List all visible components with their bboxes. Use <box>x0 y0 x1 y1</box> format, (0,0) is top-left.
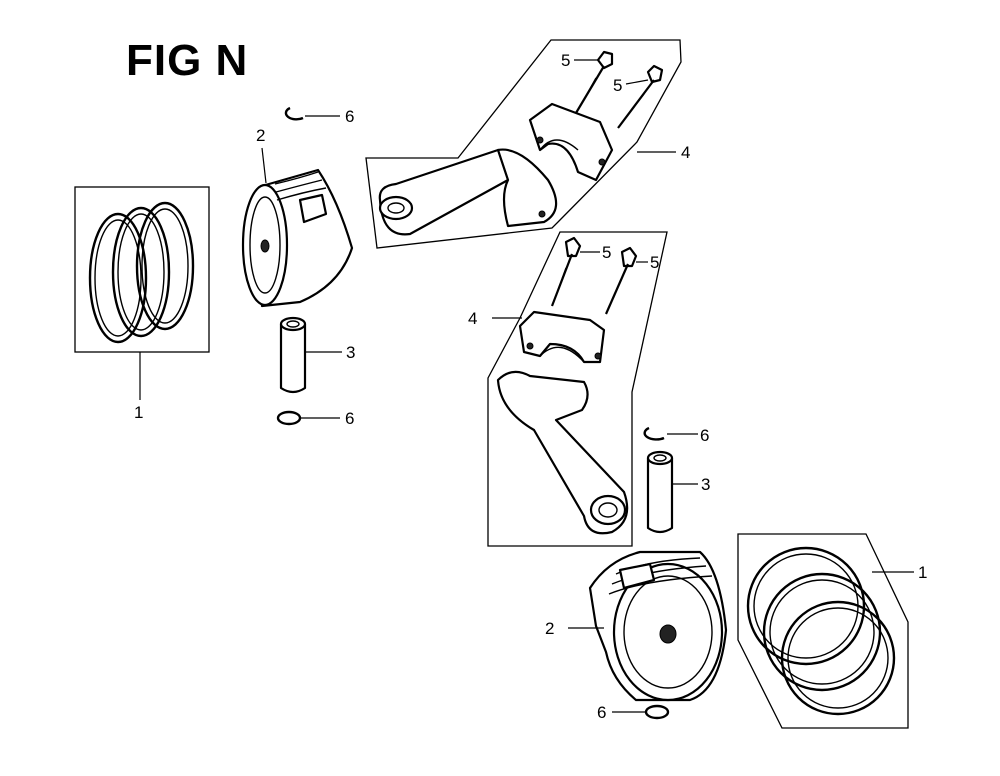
leader-bolt-upper-b <box>625 79 649 85</box>
rod-lower-frame <box>487 231 668 547</box>
callout-clip-lower-top: 6 <box>700 426 709 445</box>
callout-piston-lower: 2 <box>545 619 554 638</box>
piston-pin-lower <box>646 450 674 534</box>
rod-bolt-lower-a <box>550 236 582 307</box>
circlip-upper-bottom <box>276 410 302 426</box>
piston-ring-set-right <box>737 533 909 729</box>
connecting-rod-lower <box>487 231 668 547</box>
piston-lower <box>588 550 728 702</box>
ring-set-left-frame <box>74 186 210 353</box>
connecting-rod-upper <box>365 39 682 249</box>
callout-rod-lower: 4 <box>468 309 477 328</box>
callout-piston-upper: 2 <box>256 126 265 145</box>
leader-piston-upper <box>261 147 267 184</box>
rod-bolt-lower-b <box>604 246 638 315</box>
piston-pin-upper <box>279 316 307 394</box>
callout-ring-set-right: 1 <box>918 563 927 582</box>
callout-rod-upper: 4 <box>681 143 690 162</box>
callout-clip-upper-bottom: 6 <box>345 409 354 428</box>
piston-ring-set-left <box>74 186 210 353</box>
rod-bolt-upper-a <box>572 50 614 119</box>
callout-ring-set-left: 1 <box>134 403 143 422</box>
ring-set-right-frame <box>737 533 909 729</box>
callout-bolt-upper-a: 5 <box>561 51 570 70</box>
rod-bolt-upper-b <box>617 64 664 129</box>
circlip-lower-bottom <box>644 704 670 720</box>
callout-pin-lower: 3 <box>701 475 710 494</box>
callout-clip-upper-top: 6 <box>345 107 354 126</box>
callout-pin-upper: 3 <box>346 343 355 362</box>
circlip-lower-top <box>643 426 665 441</box>
callout-bolt-lower-b: 5 <box>650 253 659 272</box>
rod-upper-frame <box>365 39 682 249</box>
callout-bolt-lower-a: 5 <box>602 243 611 262</box>
piston-upper <box>241 168 354 308</box>
callout-bolt-upper-b: 5 <box>613 76 622 95</box>
circlip-upper-top <box>284 106 304 121</box>
figure-title: FIG N <box>126 36 249 85</box>
callout-clip-lower-bottom: 6 <box>597 703 606 722</box>
